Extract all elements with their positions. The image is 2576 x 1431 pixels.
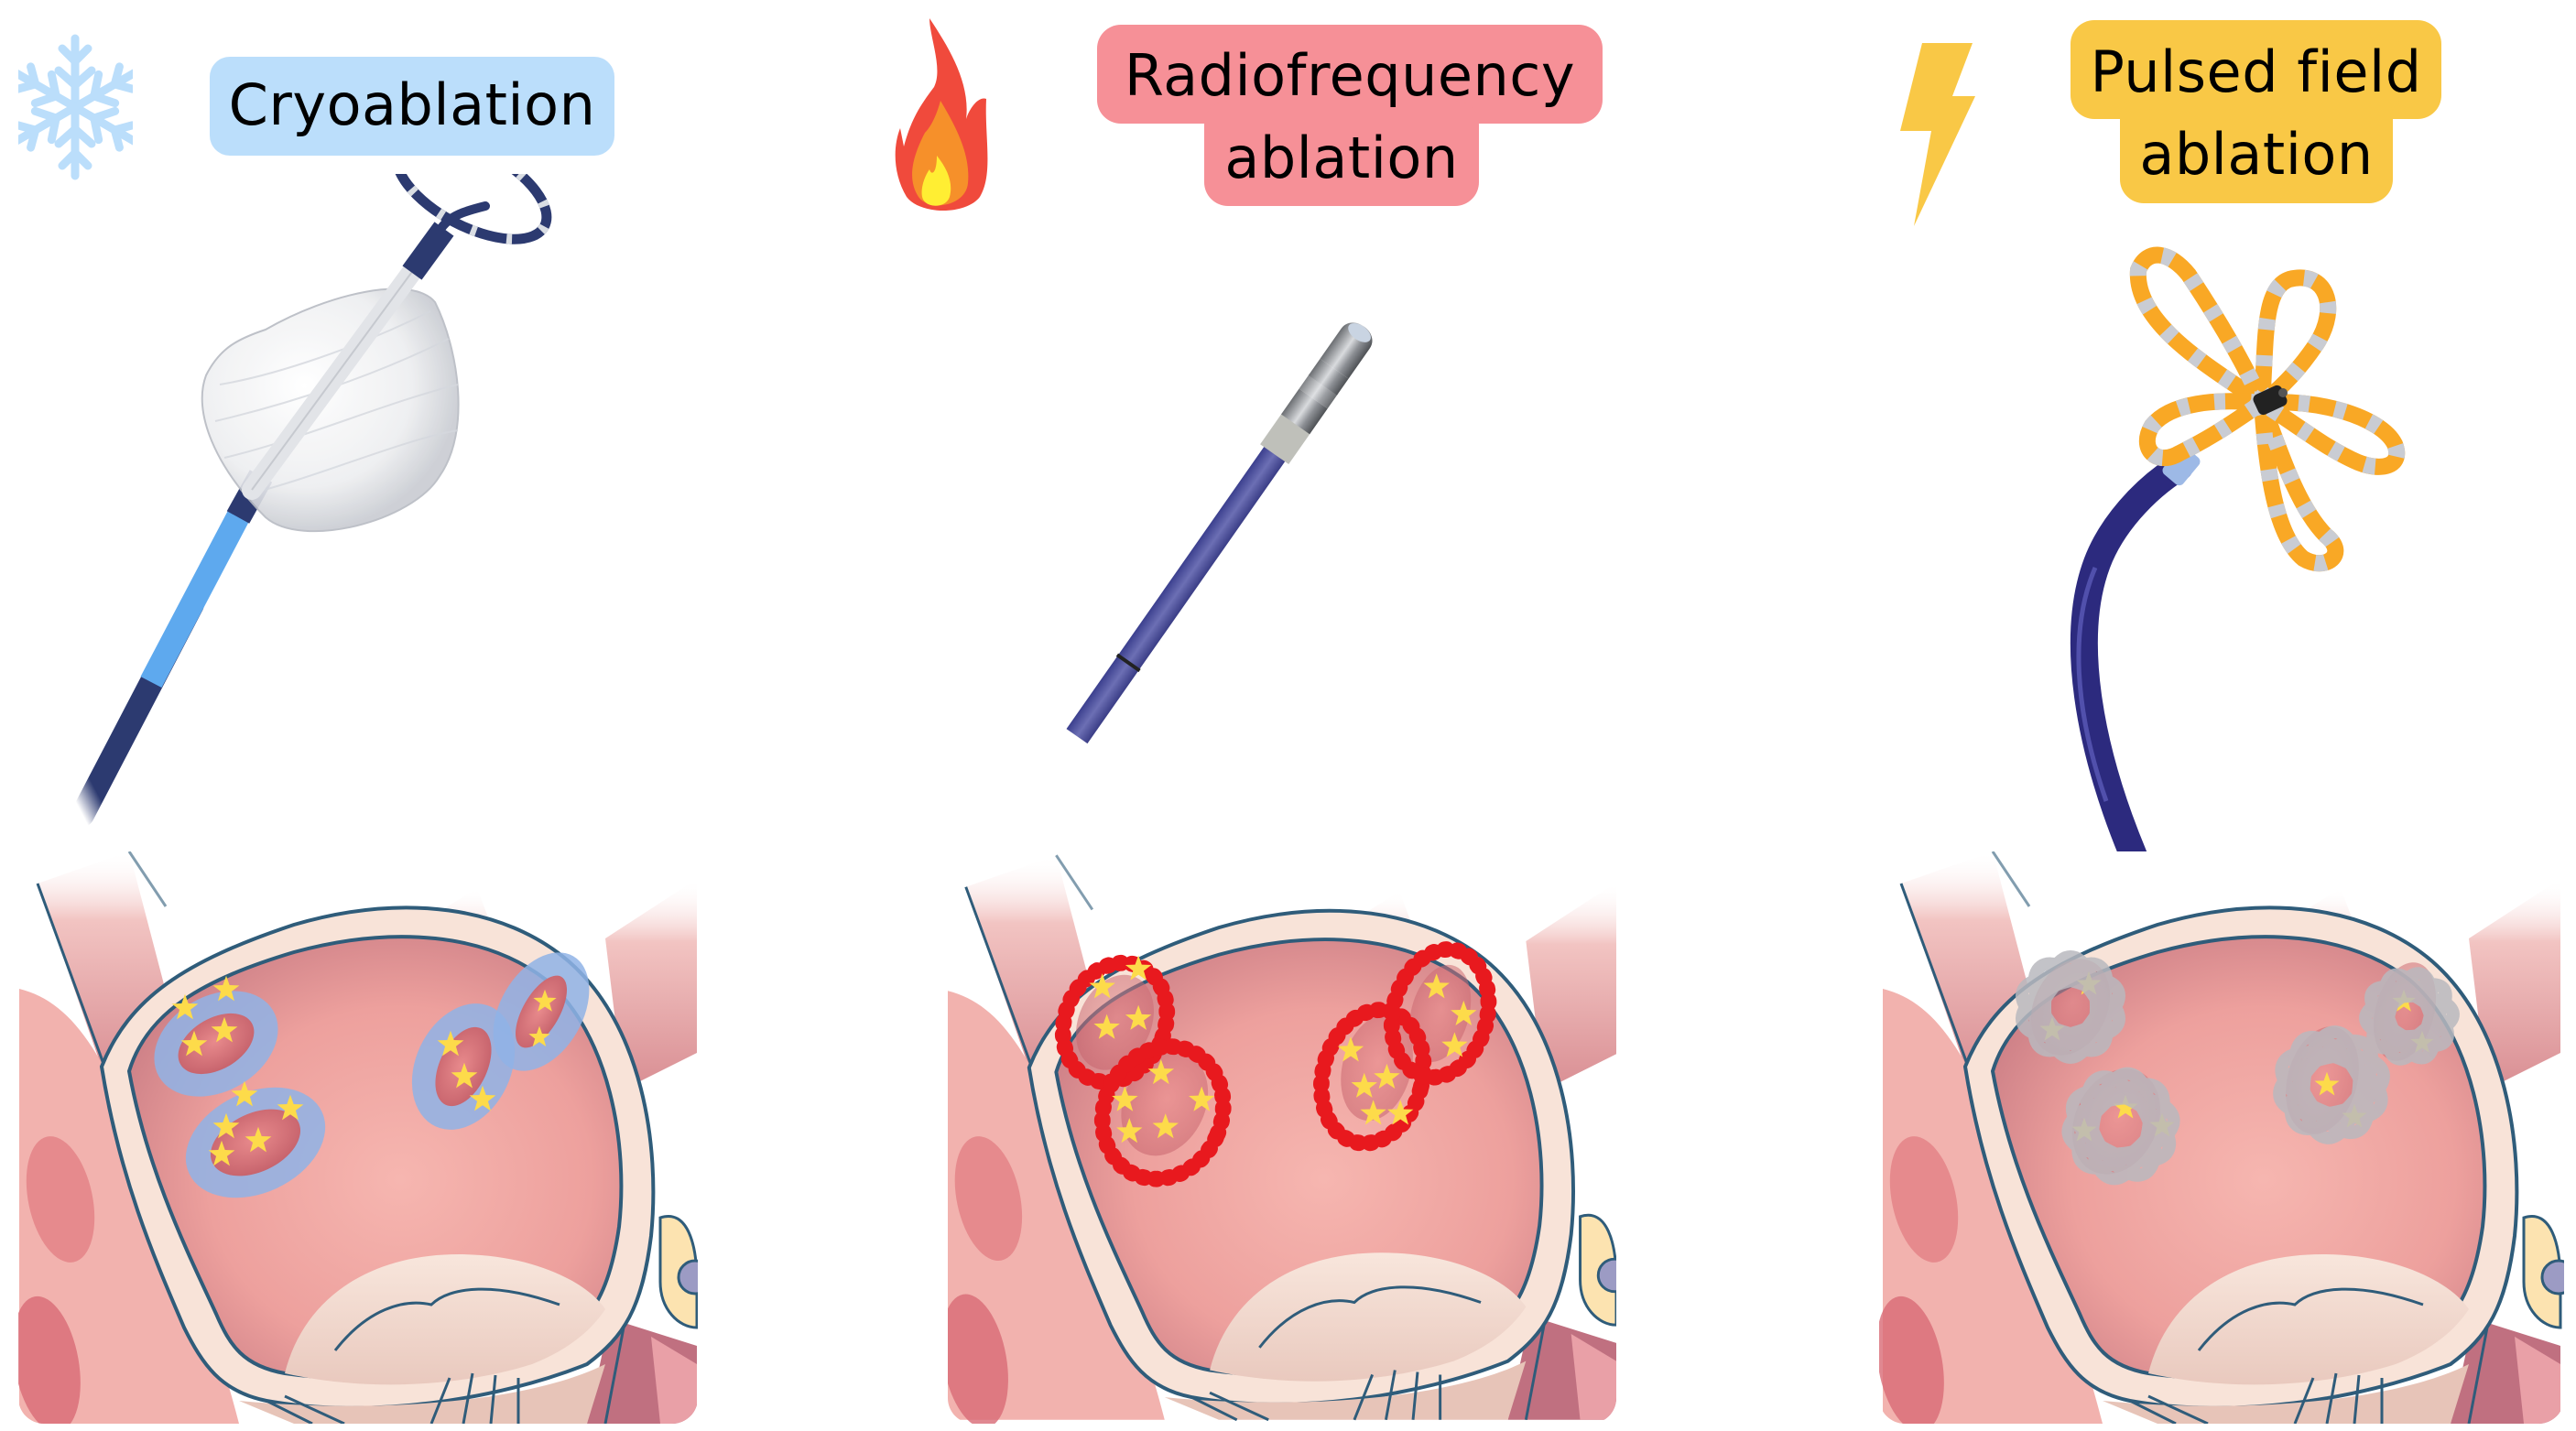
- column-radiofrequency: Radiofrequency ablation: [879, 0, 1703, 1431]
- label-pulsed-field-bottom: [2120, 92, 2393, 203]
- snowflake-icon: [18, 18, 133, 197]
- heart-panel-cryoablation: [18, 851, 698, 1424]
- label-radiofrequency-bottom: [1204, 101, 1479, 206]
- rf-lesion-dots: [1054, 941, 1497, 1187]
- label-text: Cryoablation: [228, 71, 596, 138]
- lightning-bolt-icon: [1900, 41, 1978, 229]
- flame-icon: [893, 18, 994, 215]
- column-cryoablation: Cryoablation: [0, 0, 824, 1431]
- pentaspline-pulsed-field-catheter: [2033, 233, 2454, 856]
- label-cryoablation: Cryoablation: [210, 57, 614, 156]
- label-text-line2: ablation: [1224, 125, 1459, 191]
- column-pulsed-field: Pulsed field ablation: [1850, 0, 2576, 1431]
- label-text-line1: Pulsed field: [2090, 38, 2422, 105]
- label-text-line2: ablation: [2139, 121, 2374, 188]
- label-text-line1: Radiofrequency: [1124, 42, 1576, 109]
- pfa-flower-overlays: [2015, 950, 2460, 1186]
- cryoballoon-catheter: [55, 174, 641, 833]
- heart-panel-pulsed-field: [1879, 851, 2564, 1424]
- radiofrequency-tip-catheter: [1016, 302, 1410, 797]
- heart-panel-radiofrequency: [948, 851, 1616, 1424]
